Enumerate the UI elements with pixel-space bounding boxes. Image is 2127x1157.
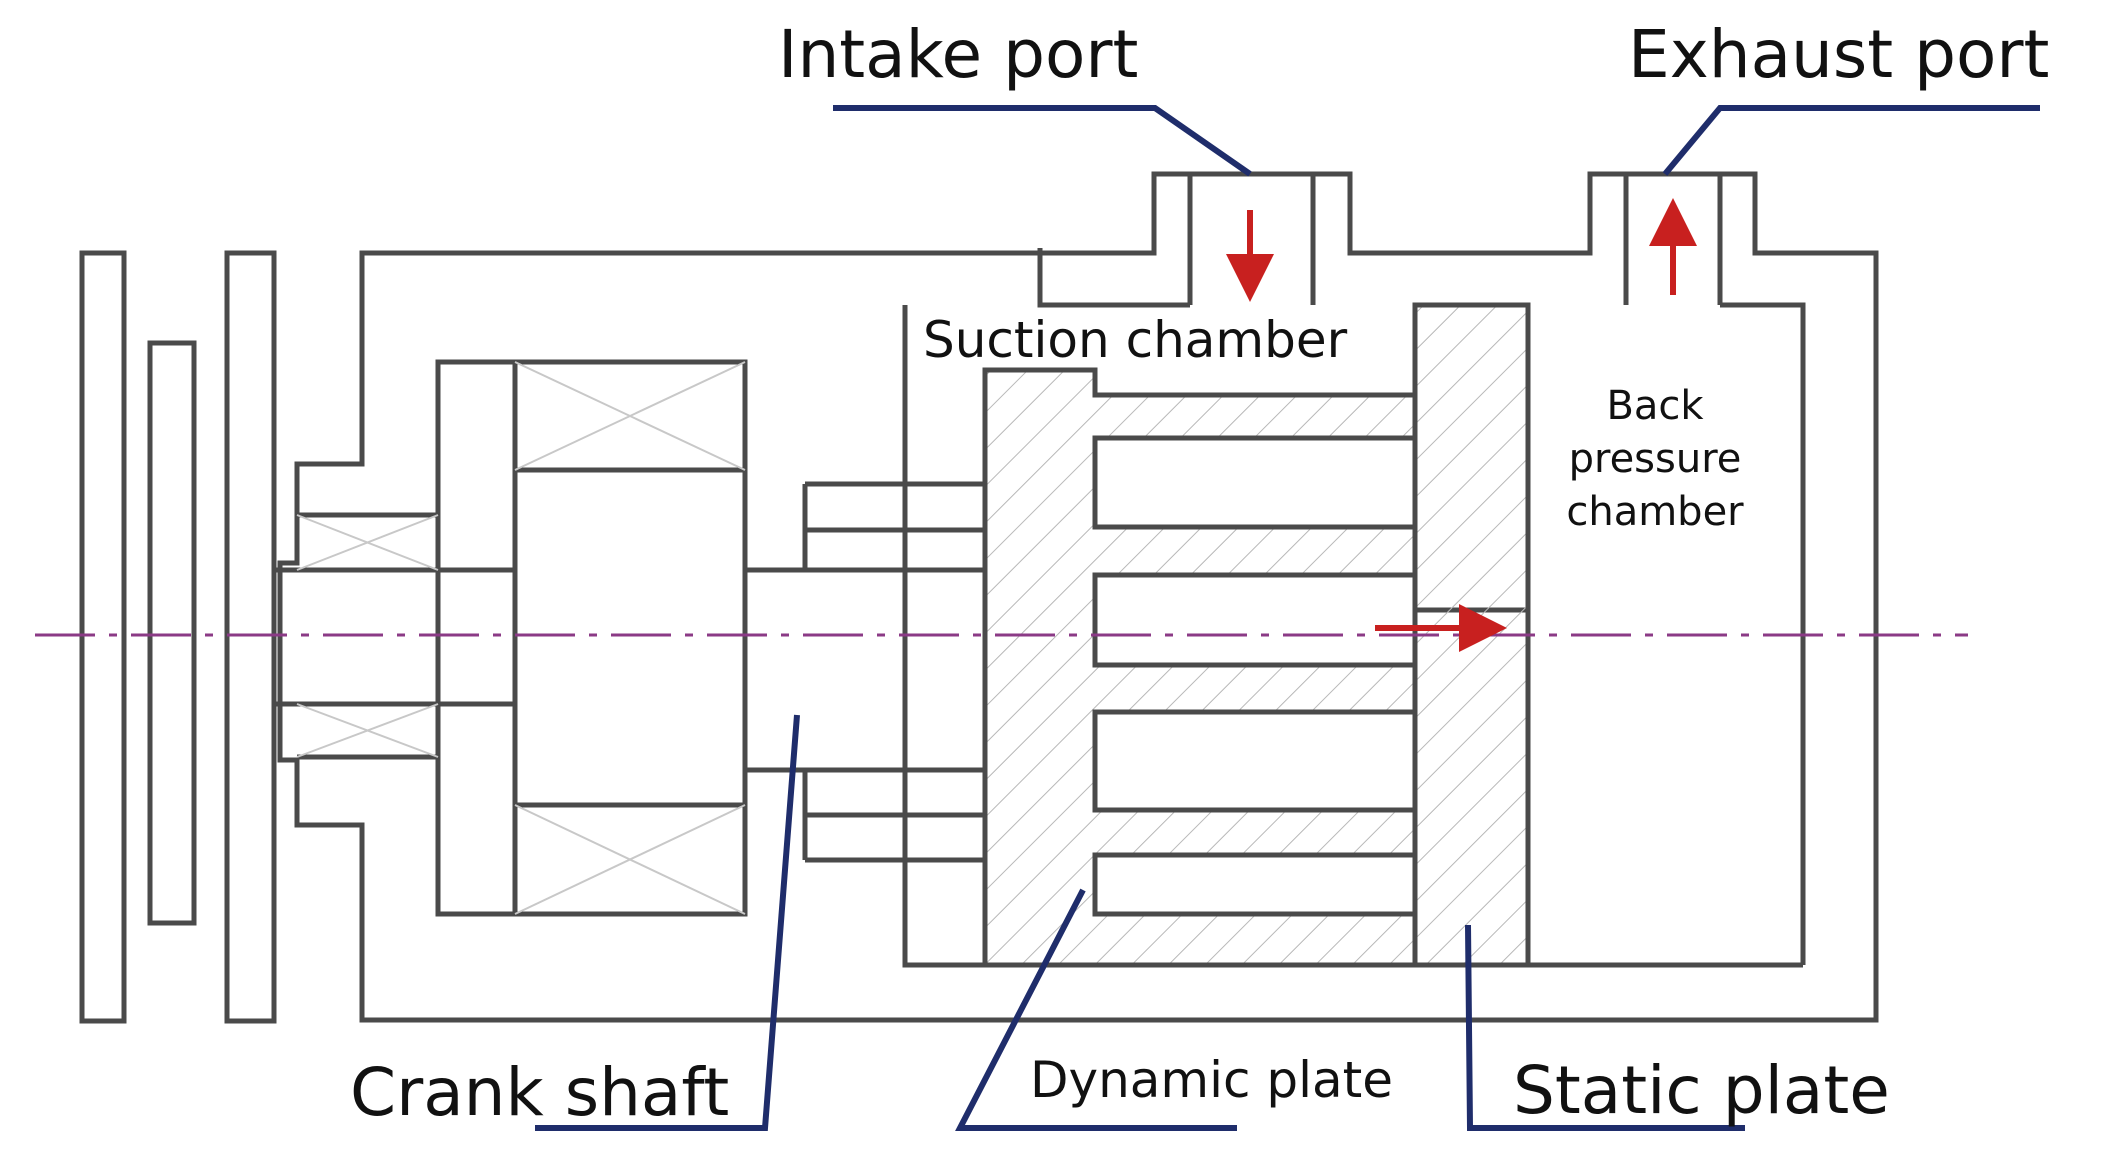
leader-static-plate [1465, 924, 1745, 1131]
static-plate-label: Static plate [1513, 1052, 1890, 1129]
scroll-gap-2 [1092, 572, 1418, 668]
dynamic-plate-label: Dynamic plate [1030, 1051, 1394, 1109]
crank-shaft-label: Crank shaft [350, 1054, 730, 1131]
pulley-plate-inner [224, 250, 277, 1024]
scroll-gap-3 [1092, 709, 1418, 813]
pulley-plate-outer [79, 250, 127, 1024]
bearing-core [512, 467, 748, 808]
pulley-plate-small [147, 340, 197, 926]
exhaust-port-label: Exhaust port [1628, 16, 2050, 93]
housing-outline [277, 171, 1879, 1023]
intake-port-channel [1037, 174, 1316, 308]
leader-intake-port [833, 105, 1252, 177]
bearing-cross-top [514, 361, 746, 471]
leader-crank-shaft [535, 714, 800, 1131]
exhaust-port-channel [1623, 174, 1806, 965]
back-pressure-chamber-label: Back pressure chamber [1540, 380, 1770, 540]
back-pressure-line1: Back [1606, 383, 1704, 429]
leader-dynamic-plate [955, 888, 1237, 1131]
scroll-gap-4 [1092, 852, 1418, 917]
back-pressure-line2: pressure [1568, 436, 1742, 483]
intake-port-label: Intake port [778, 16, 1139, 93]
leader-exhaust-port [1662, 105, 2040, 176]
crank-section [745, 481, 988, 863]
main-bearing [435, 359, 748, 917]
bearing-cross-bottom [514, 804, 746, 915]
back-pressure-line3: chamber [1566, 489, 1744, 536]
scroll-gap-1 [1092, 435, 1418, 530]
suction-chamber-label: Suction chamber [923, 311, 1348, 369]
shaft-front [274, 512, 515, 760]
